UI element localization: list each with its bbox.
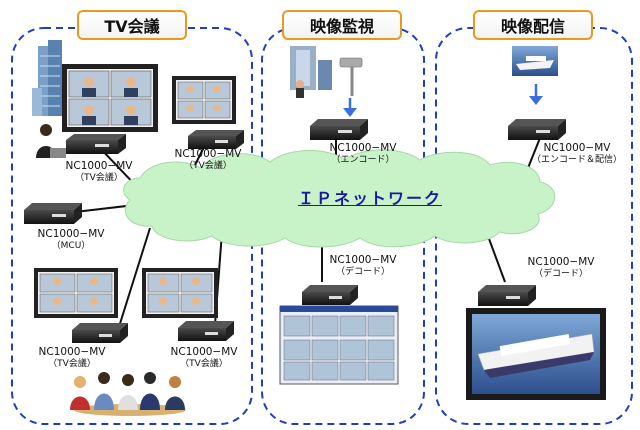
device-label-dec-deliver: NC1000−MV （デコード） (506, 256, 616, 280)
tv-monitor-main (62, 64, 158, 132)
device-label-encoder: NC1000−MV （エンコード） (318, 142, 408, 166)
meeting-people-image (70, 372, 186, 416)
device-label-tv3: NC1000−MV （TV会議） (24, 346, 120, 370)
device-label-tv1: NC1000−MV （TV会議） (44, 160, 154, 184)
device-box-tv1 (66, 134, 126, 154)
section-title-monitor: 映像監視 (282, 10, 402, 40)
section-title-deliver: 映像配信 (473, 10, 593, 40)
ship-thumbnail-image (512, 46, 558, 76)
device-box-tv2 (188, 130, 244, 149)
device-role-tv3: （TV会議） (48, 359, 96, 369)
office-building-image (32, 40, 62, 116)
device-role-tv1: （TV会議） (75, 173, 123, 183)
device-role-encoder: （エンコード） (331, 155, 395, 165)
device-model-tv4: NC1000−MV (170, 346, 238, 358)
device-label-tv4: NC1000−MV （TV会議） (156, 346, 252, 370)
device-role-enc-deliver: （エンコード＆配信） (531, 155, 622, 165)
device-box-tv3 (72, 323, 128, 343)
woman-laptop-image (36, 124, 66, 158)
device-model-tv2: NC1000−MV (174, 148, 242, 160)
device-model-tv3: NC1000−MV (38, 346, 106, 358)
device-role-dec-deliver: （デコード） (533, 269, 588, 279)
device-box-decoder (302, 285, 358, 305)
device-label-tv2: NC1000−MV （TV会議） (160, 148, 256, 172)
device-role-decoder: （デコード） (335, 267, 390, 277)
ip-network-label: ＩＰネットワーク (297, 189, 442, 208)
device-box-encoder (310, 119, 368, 140)
arrow-ship-to-encoder (529, 84, 543, 105)
arrow-camera-to-encoder (343, 98, 357, 117)
tv-monitor-small-3 (142, 268, 218, 318)
device-box-mcu (24, 203, 82, 224)
device-model-enc-deliver: NC1000−MV (543, 142, 611, 154)
tv-monitor-small-1 (172, 76, 236, 124)
tv-monitor-small-2 (34, 268, 118, 318)
device-model-mcu: NC1000−MV (37, 228, 105, 240)
device-role-mcu: （MCU） (51, 241, 91, 251)
device-role-tv2: （TV会議） (184, 161, 232, 171)
device-box-tv4 (178, 321, 234, 341)
surveillance-camera-image (290, 46, 363, 98)
device-model-dec-deliver: NC1000−MV (527, 256, 595, 268)
large-display-ship-image (466, 308, 606, 400)
section-title-tv: TV会議 (77, 10, 187, 40)
device-label-decoder: NC1000−MV （デコード） (318, 254, 408, 278)
ip-network-cloud (123, 149, 556, 248)
device-box-dec-deliver (478, 285, 536, 306)
device-model-encoder: NC1000−MV (329, 142, 397, 154)
monitoring-screen-image (279, 305, 399, 385)
device-model-tv1: NC1000−MV (65, 160, 133, 172)
device-label-enc-deliver: NC1000−MV （エンコード＆配信） (522, 142, 632, 166)
device-box-enc-deliver (508, 119, 566, 140)
device-label-mcu: NC1000−MV （MCU） (16, 228, 126, 252)
device-model-decoder: NC1000−MV (329, 254, 397, 266)
device-role-tv4: （TV会議） (180, 359, 228, 369)
